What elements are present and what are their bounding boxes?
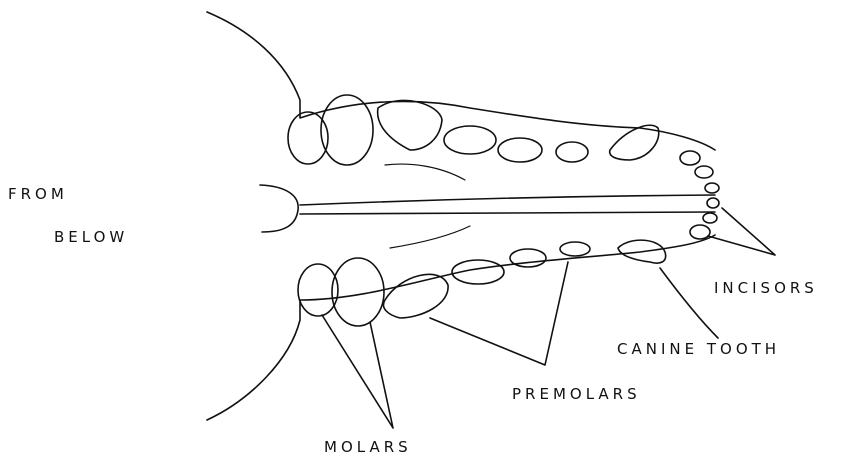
view-label-line2: BELOW: [54, 228, 128, 246]
upper-premolar-large: [378, 100, 442, 150]
incisor-4: [707, 198, 719, 208]
view-label-line1: FROM: [8, 185, 68, 203]
incisor-5: [703, 213, 717, 223]
palate-midline-upper: [300, 195, 715, 205]
incisor-3: [705, 183, 719, 193]
incisors-label: INCISORS: [714, 279, 818, 297]
canine-tooth-label: CANINE TOOTH: [617, 340, 780, 358]
skull-outline-top: [207, 12, 715, 150]
skull-left-notch: [260, 185, 298, 232]
palatal-slit-lower: [390, 226, 470, 248]
lower-premolar-large: [383, 274, 448, 318]
palatal-slit-upper: [385, 164, 465, 180]
upper-premolar-2: [444, 126, 496, 154]
incisors-pointer-lines: [708, 208, 775, 255]
palate-midline-lower: [300, 212, 715, 214]
canine-pointer-line: [660, 268, 718, 338]
molars-label: MOLARS: [324, 438, 412, 456]
molars-pointer-lines: [322, 315, 393, 428]
upper-premolar-3: [498, 138, 542, 162]
premolars-label: PREMOLARS: [512, 385, 641, 403]
incisor-6: [690, 225, 710, 239]
upper-premolar-4: [556, 142, 588, 162]
lower-premolar-3: [510, 249, 546, 267]
lower-premolar-4: [560, 242, 590, 256]
premolars-pointer-lines: [430, 262, 568, 365]
incisor-2: [695, 166, 713, 178]
incisor-1: [680, 151, 700, 165]
